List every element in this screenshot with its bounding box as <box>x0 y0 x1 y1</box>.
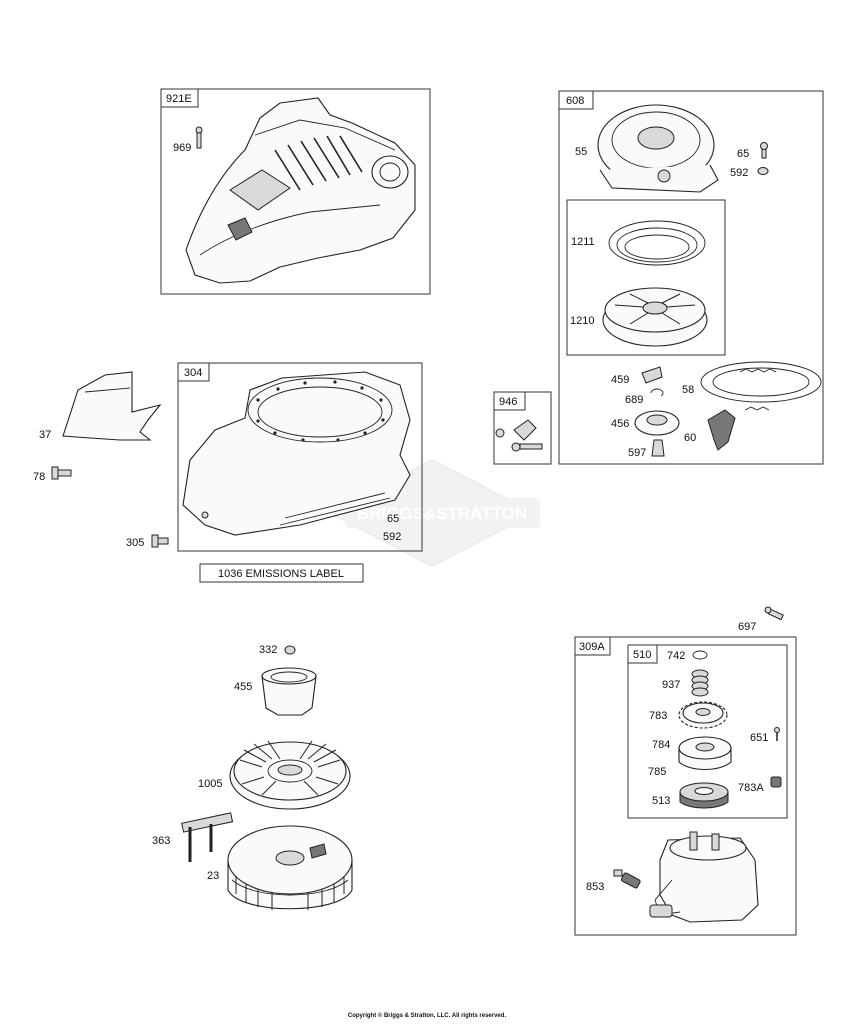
callout-1210: 1210 <box>570 315 594 327</box>
recoil-spring-part <box>608 220 706 266</box>
group-label-304: 304 <box>184 367 202 379</box>
callout-689: 689 <box>625 394 643 406</box>
callout-937: 937 <box>662 679 680 691</box>
group-309a: 309A 510 742 937 783 784 785 <box>574 636 797 936</box>
callout-305: 305 <box>126 537 144 549</box>
cap-783a-part <box>770 776 782 788</box>
pinion-513-part <box>679 782 729 809</box>
callout-853: 853 <box>586 881 604 893</box>
fan-1005-part <box>229 740 351 810</box>
group-608: 608 55 65 592 1211 <box>558 90 824 465</box>
bolt-697-part <box>764 606 784 621</box>
spring-937-part <box>691 669 709 697</box>
group-label-921e: 921E <box>166 93 192 105</box>
group-304: 304 65 592 <box>177 362 423 552</box>
callout-1211: 1211 <box>571 236 595 248</box>
connector-853-part <box>613 869 641 889</box>
callout-785: 785 <box>648 766 666 778</box>
rope-58-part <box>700 361 822 411</box>
callout-456: 456 <box>611 418 629 430</box>
group-921e: 921E 969 <box>160 88 431 295</box>
brake-assembly-part <box>495 419 543 452</box>
group-946: 946 <box>493 391 552 465</box>
clip-689-part <box>650 388 664 397</box>
callout-332: 332 <box>259 644 277 656</box>
callout-37: 37 <box>39 429 51 441</box>
callout-592-starter: 592 <box>730 167 748 179</box>
pawl-459-part <box>641 366 663 384</box>
callout-592-housing: 592 <box>383 531 401 543</box>
group-label-608: 608 <box>566 95 584 107</box>
callout-1005: 1005 <box>198 778 222 790</box>
group-label-309a: 309A <box>579 641 605 653</box>
callout-651: 651 <box>750 732 768 744</box>
retainer-456-part <box>634 410 680 436</box>
callout-65-starter: 65 <box>737 148 749 160</box>
shroud-cover-part <box>185 97 416 284</box>
callout-60: 60 <box>684 432 696 444</box>
air-baffle-37-part <box>62 371 162 441</box>
emissions-label: 1036 EMISSIONS LABEL <box>199 563 364 583</box>
callout-455: 455 <box>234 681 252 693</box>
emissions-label-text: 1036 EMISSIONS LABEL <box>218 568 344 580</box>
callout-783a: 783A <box>738 782 764 794</box>
cup-455-part <box>261 667 317 716</box>
blower-housing-part <box>182 371 411 536</box>
callout-459: 459 <box>611 374 629 386</box>
screw-651-part <box>774 727 780 741</box>
callout-23: 23 <box>207 870 219 882</box>
pulley-part <box>602 287 708 347</box>
copyright-notice: Copyright © Briggs & Stratton, LLC. All … <box>347 1013 507 1019</box>
callout-55: 55 <box>575 146 587 158</box>
callout-65-housing: 65 <box>387 513 399 525</box>
flywheel-23-part <box>227 825 353 910</box>
gear-783-part <box>678 701 728 729</box>
screw-78-part <box>51 466 72 480</box>
flywheel-cluster: 332 455 1005 363 <box>152 644 353 910</box>
callout-969: 969 <box>173 142 191 154</box>
callout-697: 697 <box>738 621 756 633</box>
group-label-510: 510 <box>633 649 651 661</box>
callout-363: 363 <box>152 835 170 847</box>
callout-784: 784 <box>652 739 670 751</box>
nut-332-part <box>284 645 296 655</box>
starter-motor-part <box>649 831 759 923</box>
starter-housing-part <box>597 104 719 193</box>
group-label-946: 946 <box>499 396 517 408</box>
callout-78: 78 <box>33 471 45 483</box>
handle-60-part <box>707 409 736 451</box>
clutch-784-part <box>678 736 732 771</box>
screw-969-part <box>195 126 203 149</box>
callout-513: 513 <box>652 795 670 807</box>
callout-597: 597 <box>628 447 646 459</box>
nut-592-part <box>757 167 769 175</box>
callout-783: 783 <box>649 710 667 722</box>
callout-58: 58 <box>682 384 694 396</box>
screw-597-part <box>651 439 665 457</box>
bracket-363-part <box>181 812 234 862</box>
watermark-text: BRIGGS&STRATTON <box>357 504 527 523</box>
screw-305-part <box>151 534 169 548</box>
callout-742: 742 <box>667 650 685 662</box>
bolt-65-part <box>760 142 768 159</box>
clip-742-part <box>692 650 708 660</box>
